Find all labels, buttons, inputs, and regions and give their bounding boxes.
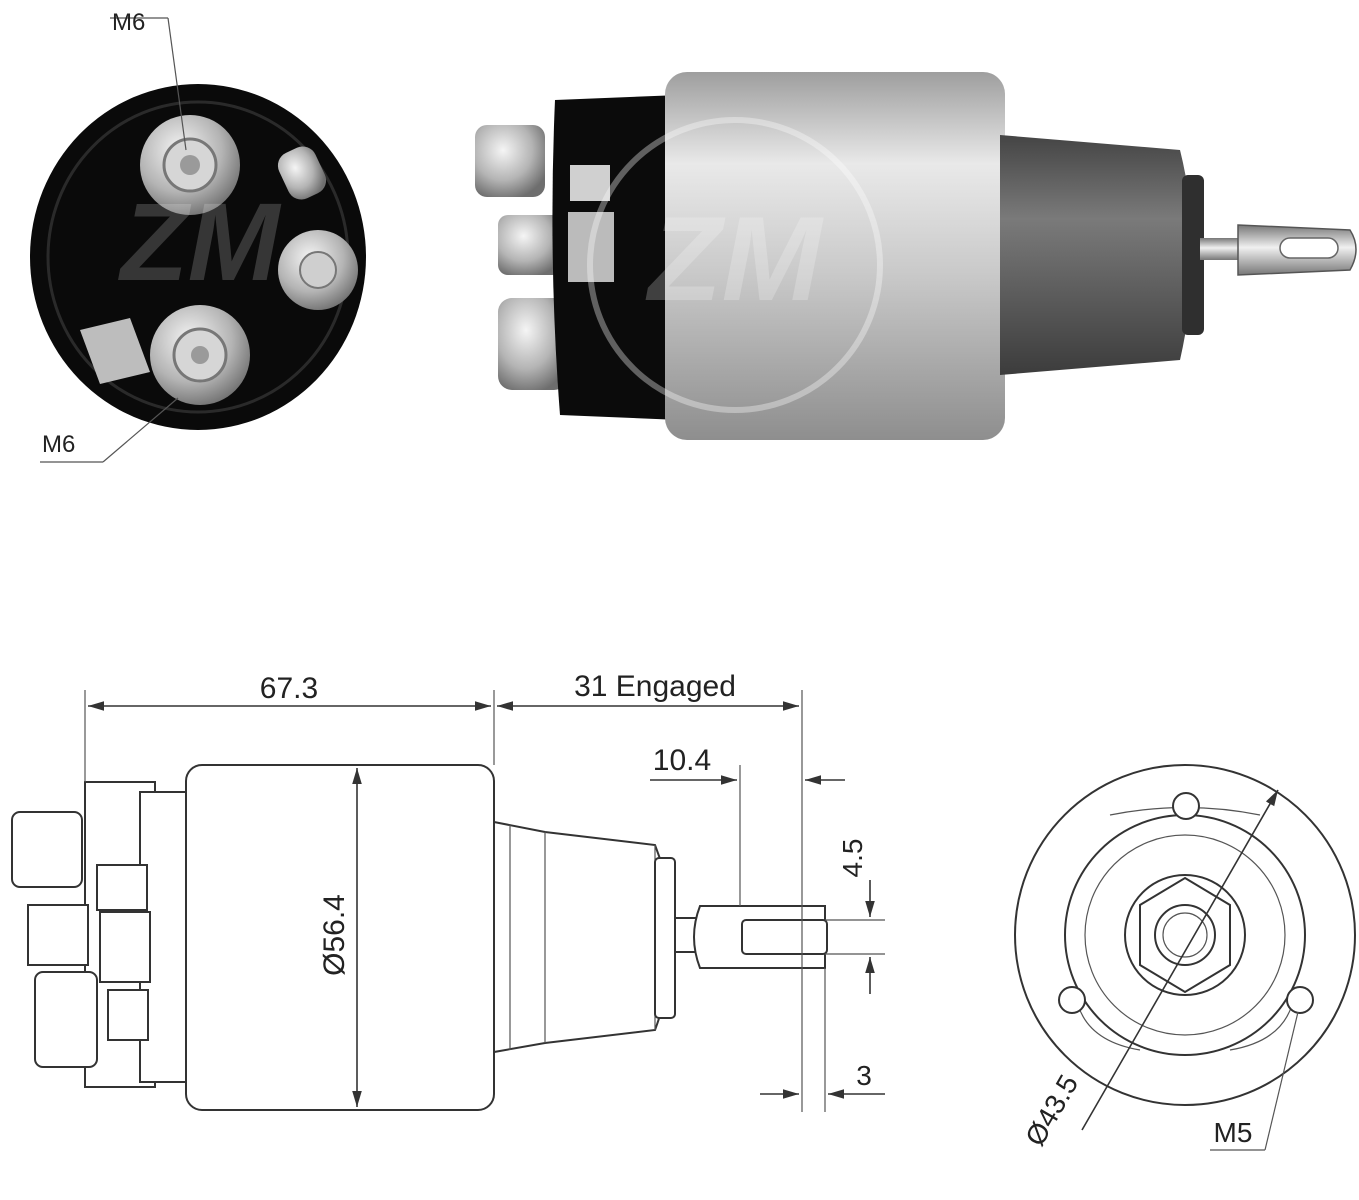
boot-outline [493,820,674,1054]
label-m6-top: M6 [112,9,145,36]
drawing-side-view: 67.3 31 Engaged 10.4 4.5 3 Ø56.4 [11,670,885,1112]
dim-body-length: 67.3 [260,672,318,705]
dim-eye-thickness: 3 [856,1060,872,1091]
mount-hole-top [1172,792,1200,820]
label-mount-thread: M5 [1214,1117,1253,1148]
photo-end-view: ZM M6 M6 [30,9,366,463]
rubber-boot [1000,135,1193,375]
terminal-stud-top [140,115,240,215]
watermark-logo: ZM [118,181,282,304]
nut-bottom [34,971,98,1068]
nut-middle [27,904,89,966]
terminal-stud-bottom [80,305,250,405]
dim-bolt-circle: Ø43.5 [1019,1069,1084,1151]
terminal-stud-right [278,230,358,310]
dim-eye-offset: 10.4 [653,744,711,777]
watermark-logo: ZM [645,192,824,326]
photo-side-view: ZM [475,72,1357,440]
dim-eye-height: 4.5 [837,839,868,878]
dim-plunger-travel: 31 Engaged [574,670,736,703]
drawing-end-view: Ø43.5 M5 [1014,764,1356,1151]
label-m6-bottom: M6 [42,431,75,458]
terminal-nuts [475,125,568,390]
silver-housing [665,72,1005,440]
dim-body-diameter: Ø56.4 [318,894,351,976]
mount-hole-left [1058,986,1086,1014]
mount-hole-right [1286,986,1314,1014]
nut-top [11,811,83,888]
